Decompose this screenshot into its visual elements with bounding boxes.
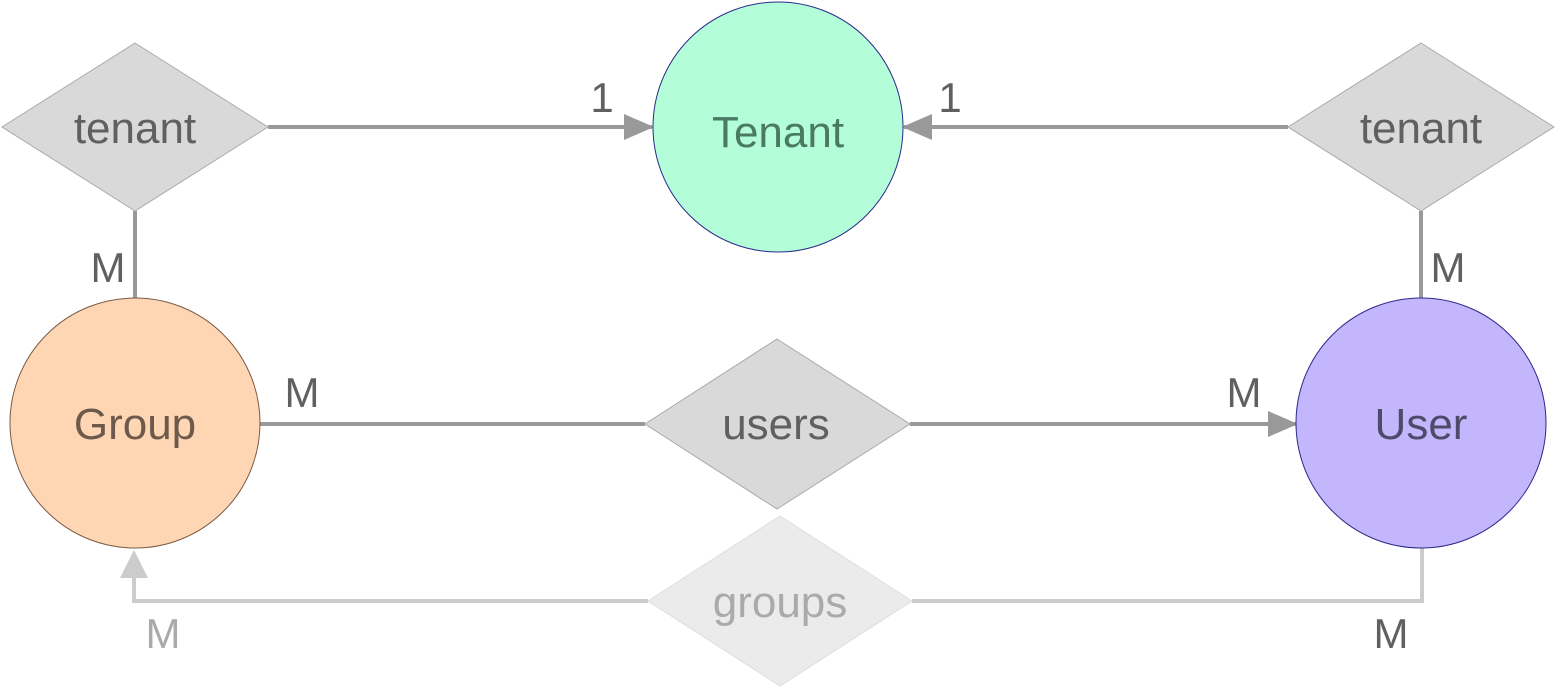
cardinality-user-tenant-target: 1 <box>938 74 961 121</box>
relation-group-tenant-label: tenant <box>74 104 196 153</box>
entity-user-label: User <box>1375 400 1468 449</box>
entity-tenant-label: Tenant <box>712 108 844 157</box>
cardinality-group-tenant-source: M <box>91 244 126 291</box>
entity-group-label: Group <box>74 400 196 449</box>
relation-user-tenant-label: tenant <box>1360 104 1482 153</box>
cardinality-group-tenant-target: 1 <box>590 74 613 121</box>
arrowhead-to-group <box>120 550 148 578</box>
cardinality-user-groups-target: M <box>146 610 181 657</box>
relation-user-groups[interactable]: groups <box>647 515 913 687</box>
edge-user-to-groups-relation <box>912 548 1424 603</box>
entity-user[interactable]: User <box>1295 297 1547 549</box>
entity-group[interactable]: Group <box>9 297 261 549</box>
cardinality-user-groups-source: M <box>1374 610 1409 657</box>
cardinality-group-users-source: M <box>285 369 320 416</box>
relation-group-tenant[interactable]: tenant <box>1 42 269 212</box>
entity-tenant[interactable]: Tenant <box>652 1 904 253</box>
relation-group-users-label: users <box>722 400 830 449</box>
relation-user-tenant[interactable]: tenant <box>1287 42 1555 212</box>
cardinality-group-users-target: M <box>1227 369 1262 416</box>
relation-group-users[interactable]: users <box>644 338 911 510</box>
edge-groups-relation-to-group <box>132 578 648 603</box>
cardinality-user-tenant-source: M <box>1431 244 1466 291</box>
relation-user-groups-label: groups <box>713 578 848 627</box>
